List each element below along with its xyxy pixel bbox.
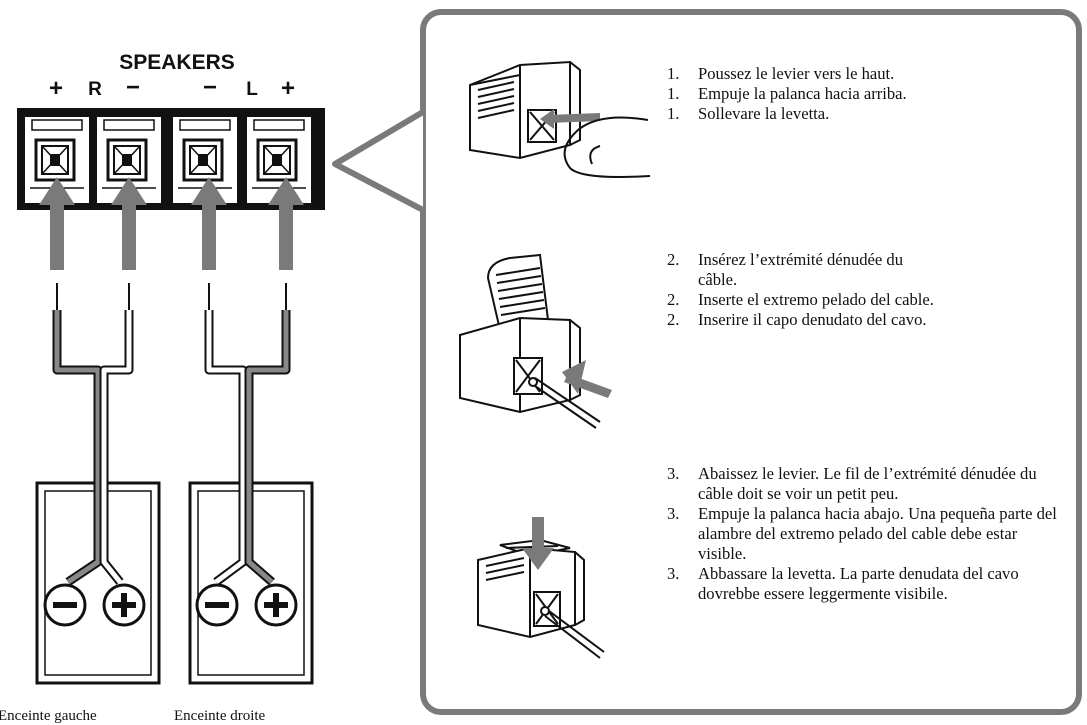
terminal-slot [95,115,163,205]
insert-arrow [268,177,304,270]
plus-terminal-symbol [254,583,298,627]
step-1-instructions: 1.Poussez le levier vers le haut. 1.Empu… [667,64,937,124]
right-channel-letter: R [88,79,102,100]
insert-cable-illustration [459,253,612,429]
left-channel-letter: L [246,79,258,100]
left-speaker-caption: Enceinte gauche [0,708,97,724]
speakers-title: SPEAKERS [119,51,235,74]
step-item: 1.Sollevare la levetta. [667,104,830,123]
bare-wire-ends [56,283,287,312]
minus-terminal-symbol [43,583,87,627]
left-plus-marker: + [281,75,295,102]
right-speaker-caption: Enceinte droite [174,708,266,724]
lever-down-illustration [477,517,605,659]
speaker-cable [65,480,275,586]
minus-terminal-symbol [195,583,239,627]
right-minus-marker: − [126,74,140,101]
step-item: 1.Poussez le levier vers le haut. [667,64,895,83]
step-3-instructions: 3.Abaissez le levier. Le fil de l’extrém… [667,464,1062,604]
step-item: 2.Inserire il capo denudato del cavo. [667,310,927,329]
step-item: 3.Abbassare la levetta. La parte denudat… [667,564,1019,603]
step-item: 1.Empuje la palanca hacia arriba. [667,84,907,103]
insert-arrow [111,177,147,270]
step-item: 3.Abaissez le levier. Le fil de l’extrém… [667,464,1037,503]
speaker-terminal-strip [17,108,325,210]
insert-arrow [191,177,227,270]
insert-arrow [39,177,75,270]
step-item: 2.Insérez l’extrémité dénudée du câble. [667,250,904,289]
callout-panel [332,9,1082,715]
left-minus-marker: − [203,74,217,101]
step-item: 3.Empuje la palanca hacia abajo. Una peq… [667,504,1057,563]
plus-terminal-symbol [102,583,146,627]
terminal-slot [245,115,313,205]
lever-up-illustration [469,60,651,178]
right-plus-marker: + [49,75,63,102]
step-2-instructions: 2.Insérez l’extrémité dénudée du câble. … [667,250,937,330]
step-item: 2.Inserte el extremo pelado del cable. [667,290,934,309]
